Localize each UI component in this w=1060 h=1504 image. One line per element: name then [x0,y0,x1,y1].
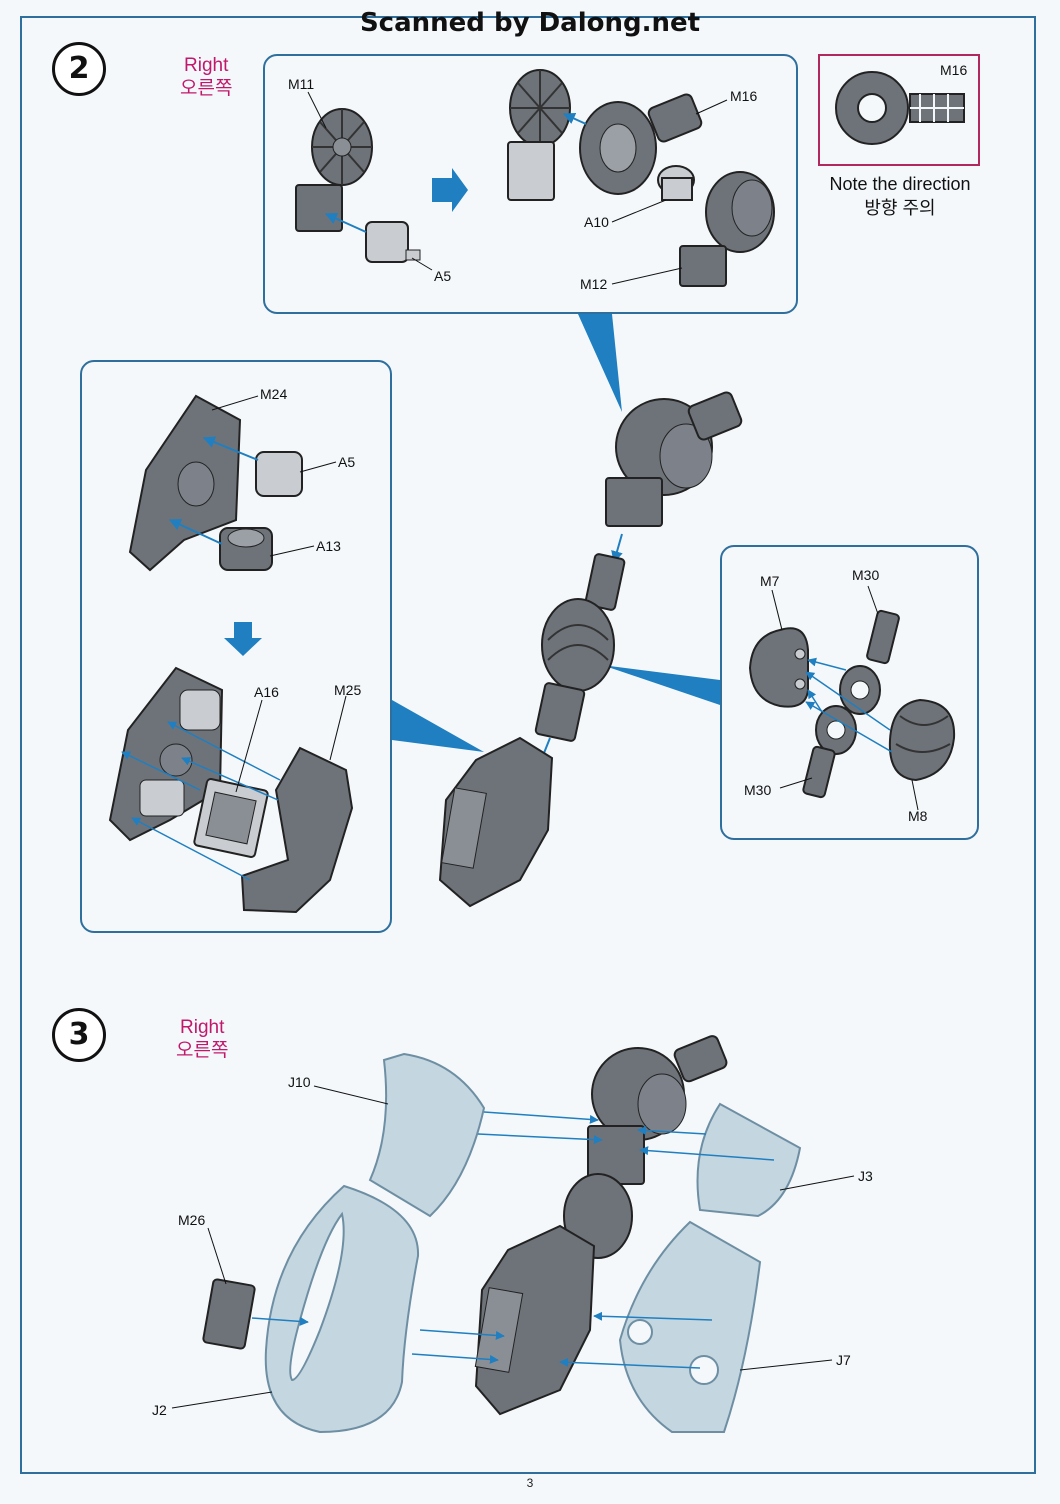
part-thigh-joint [534,553,626,742]
label-m26: M26 [178,1212,206,1228]
label-a10: A10 [584,214,609,230]
label-a16: A16 [254,684,279,700]
part-j3 [696,1102,802,1218]
part-m24-assembled [108,666,224,842]
direction-note-en: Note the direction [829,174,971,194]
scan-credit: Scanned by Dalong.net [359,8,701,38]
part-m26 [202,1278,256,1350]
step-2-side-label: Right 오른쪽 [180,54,232,100]
part-m8 [888,698,956,782]
label-m8: M8 [908,808,928,824]
part-m30-top [839,609,900,715]
label-j10: J10 [288,1074,311,1090]
label-m12: M12 [580,276,608,292]
part-a5-left [255,451,303,497]
page-frame [20,16,1036,1474]
direction-note-text: Note the direction 방향 주의 [810,172,990,220]
part-m11 [295,108,373,232]
step-arrow-right [432,168,468,212]
step-2-number: 2 [52,42,106,96]
part-leg-assembly-step3 [474,1035,728,1416]
part-m16-top [579,93,703,195]
part-m12 [679,171,775,287]
label-j7: J7 [836,1352,851,1368]
part-j7 [618,1220,762,1433]
step-arrow-down [224,622,262,656]
part-m30-bottom [802,705,857,799]
label-m30-top: M30 [852,567,880,583]
part-a13 [219,527,273,571]
label-m25: M25 [334,682,362,698]
page-number: 3 [526,1476,534,1490]
part-knee-ball-joint [605,391,743,527]
label-j3: J3 [858,1168,873,1184]
callout-wedge-left [392,700,484,752]
step-3-side-ko: 오른쪽 [176,1040,229,1061]
label-m11: M11 [288,76,315,92]
part-m7 [748,627,809,708]
label-m24: M24 [260,386,288,402]
label-a5-top: A5 [434,268,452,284]
part-lower-leg [438,736,554,908]
label-m16-note: M16 [940,62,968,78]
label-m16: M16 [730,88,758,104]
part-a10 [657,165,695,201]
part-m11-assembled [507,69,571,201]
part-a16 [193,778,269,858]
label-a5-left: A5 [338,454,356,470]
part-j2 [264,1184,420,1434]
callout-wedge-top [578,314,622,412]
part-j10 [368,1052,486,1218]
part-a5-top [365,221,421,263]
label-m30-bottom: M30 [744,782,772,798]
step-3-side-en: Right [180,1017,225,1038]
label-j2: J2 [152,1402,167,1418]
step-2-side-en: Right [184,55,229,76]
step-3-side-label: Right 오른쪽 [176,1016,228,1062]
label-a13: A13 [316,538,341,554]
step-2-side-ko: 오른쪽 [180,78,233,99]
part-m16-direction [835,71,965,145]
step-3-number: 3 [52,1008,106,1062]
callout-wedge-right [602,665,720,705]
part-m25 [240,746,354,914]
direction-note-ko: 방향 주의 [864,198,936,218]
label-m7: M7 [760,573,780,589]
